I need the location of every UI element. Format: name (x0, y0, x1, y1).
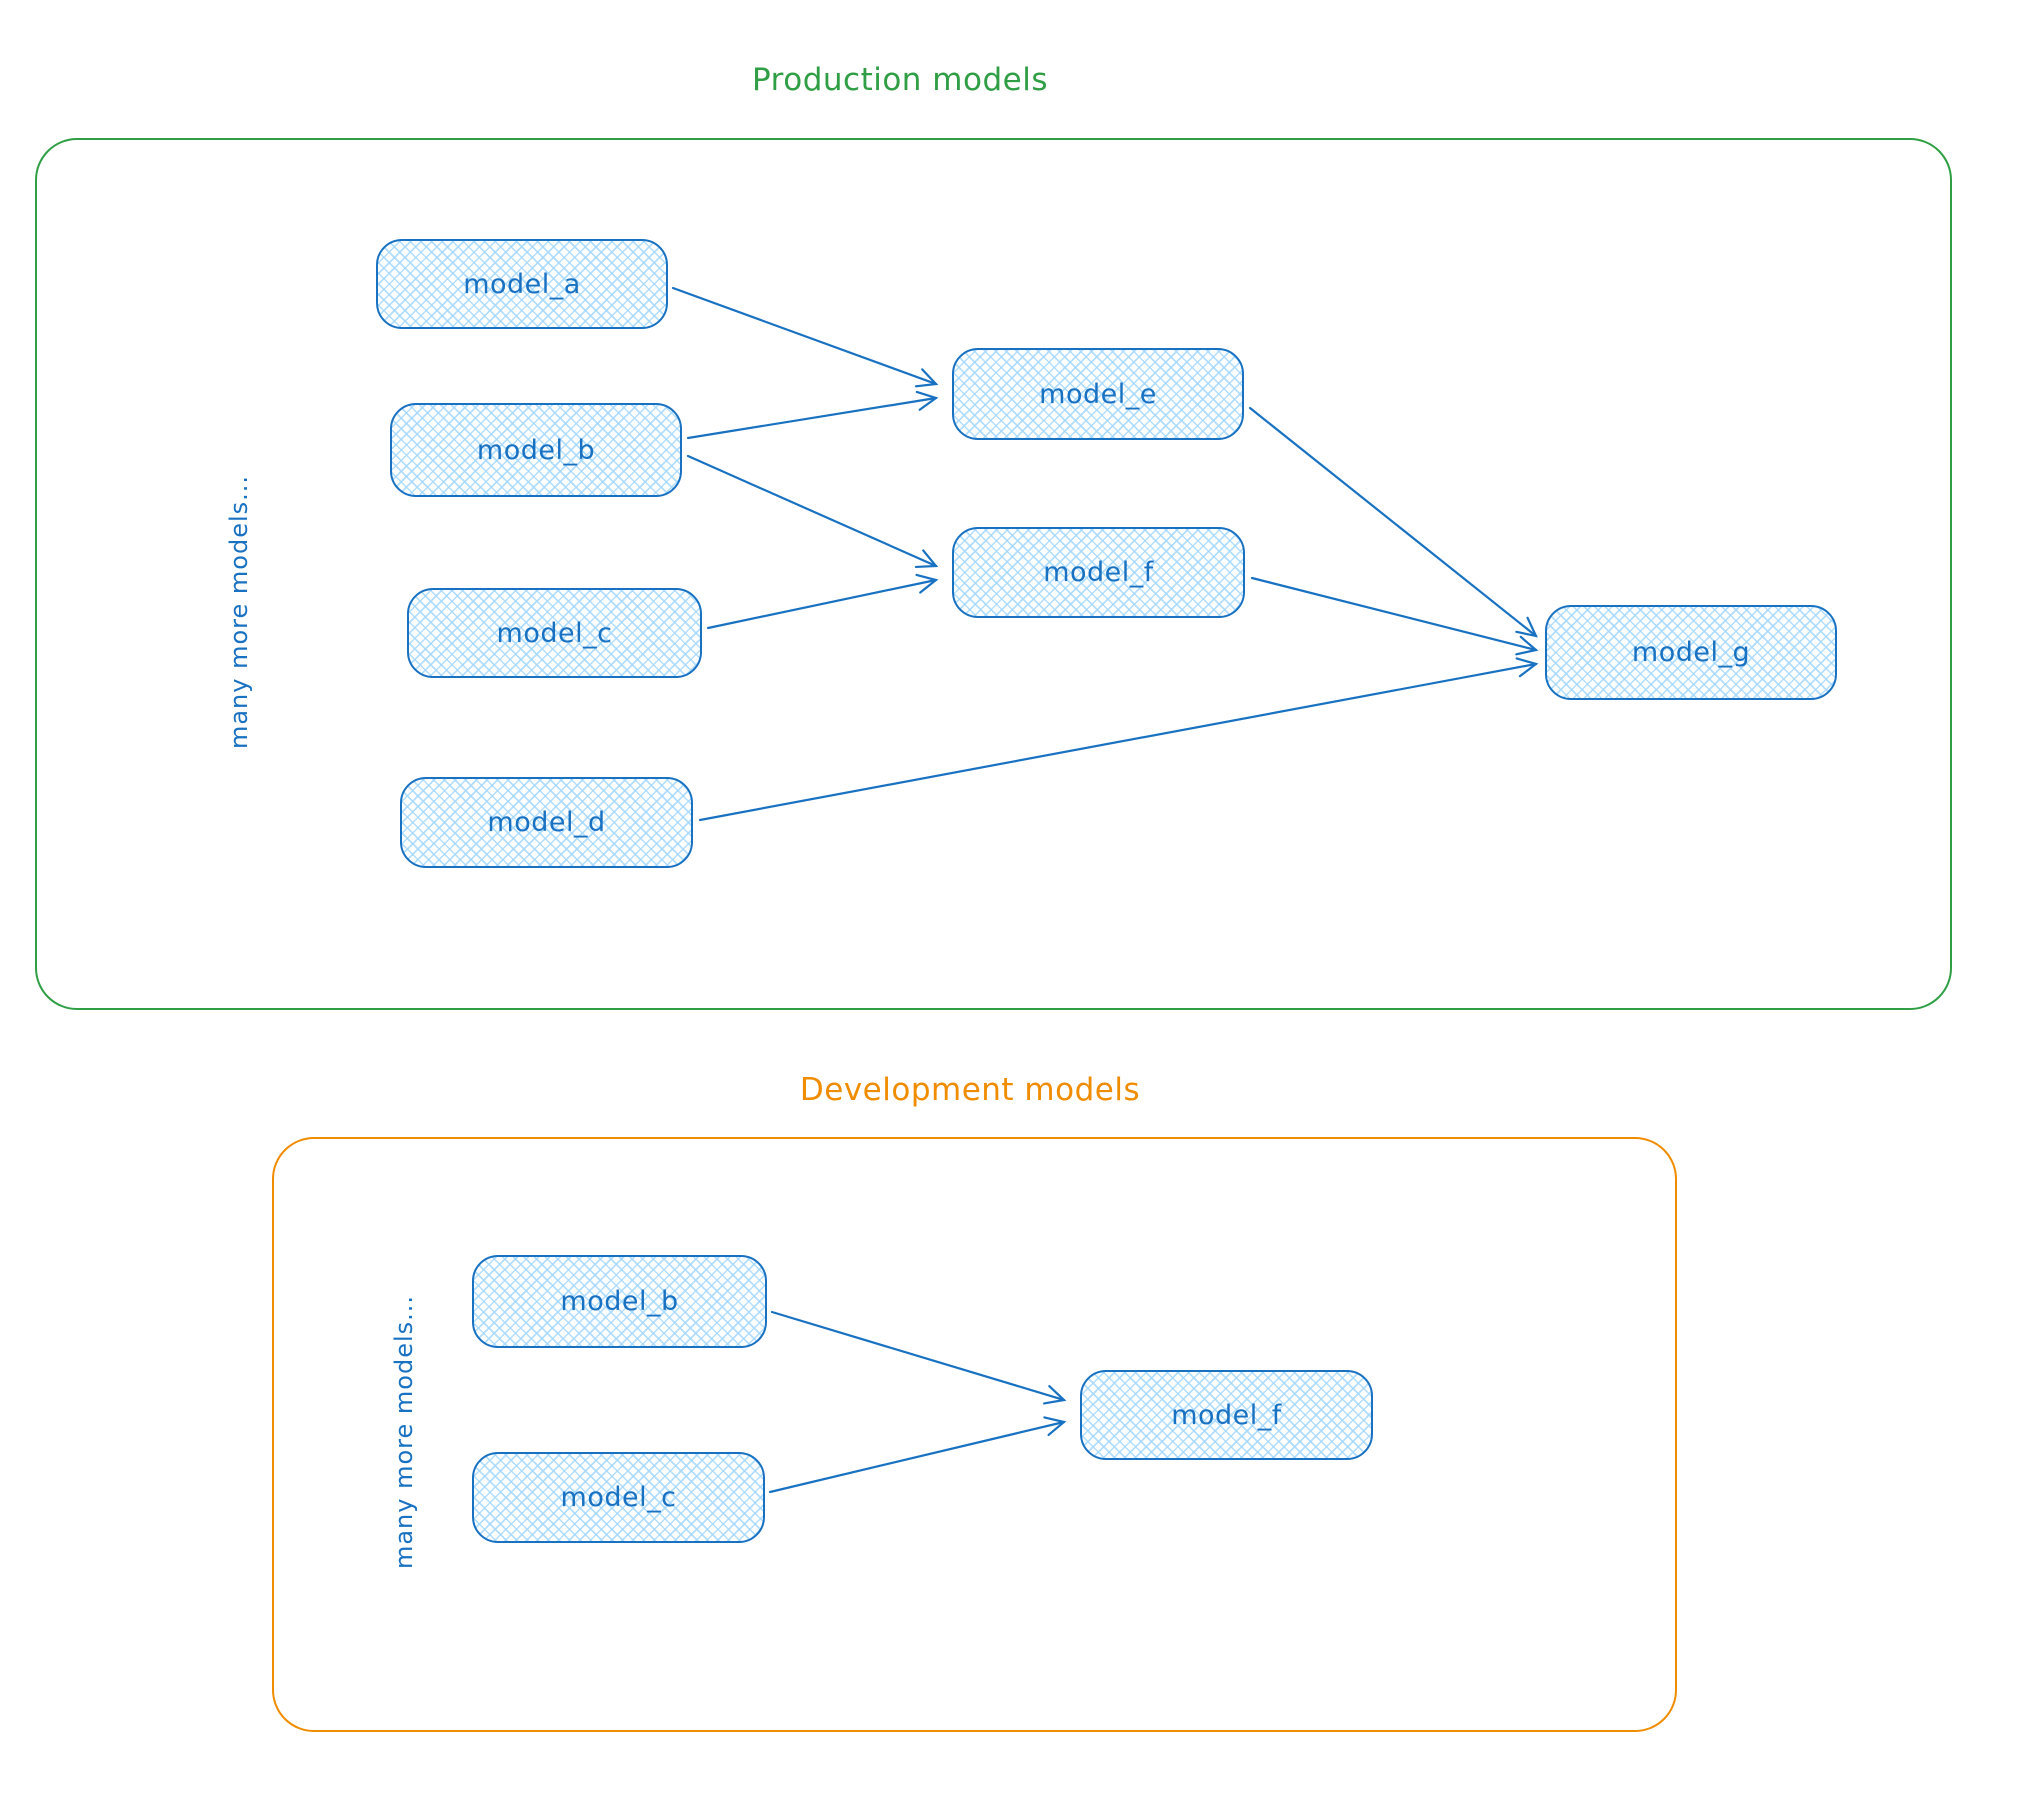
node-label: model_e (1039, 378, 1157, 410)
node-production-model-e: model_e (952, 348, 1244, 440)
node-label: model_c (560, 1482, 677, 1513)
development-side-label: many more models... (390, 1294, 418, 1570)
production-side-label: many more models... (225, 474, 253, 750)
node-production-model-a: model_a (376, 239, 668, 329)
node-production-model-d: model_d (400, 777, 693, 868)
node-label: model_b (560, 1286, 679, 1317)
node-label: model_f (1171, 1399, 1282, 1431)
node-label: model_b (476, 434, 596, 466)
node-development-model-f: model_f (1080, 1370, 1373, 1460)
node-label: model_c (496, 617, 613, 649)
node-label: model_d (487, 807, 606, 838)
node-production-model-g: model_g (1545, 605, 1837, 700)
node-label: model_f (1043, 557, 1154, 588)
node-development-model-c: model_c (472, 1452, 765, 1543)
development-group-title: Development models (799, 1072, 1141, 1108)
node-label: model_a (463, 268, 581, 300)
node-development-model-b: model_b (472, 1255, 767, 1348)
node-production-model-f: model_f (952, 527, 1245, 618)
node-production-model-c: model_c (407, 588, 702, 678)
development-group-frame (272, 1137, 1677, 1732)
node-label: model_g (1631, 637, 1751, 668)
production-group-frame (35, 138, 1952, 1010)
production-group-title: Production models (752, 62, 1048, 98)
node-production-model-b: model_b (390, 403, 682, 497)
